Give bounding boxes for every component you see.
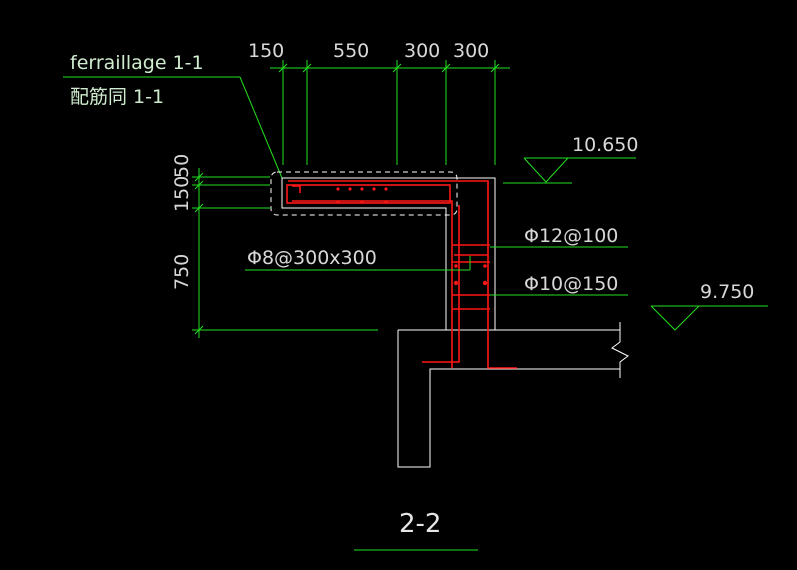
ferraillage-label: ferraillage 1-1 — [70, 52, 204, 74]
rebar-callout-lines — [245, 246, 628, 296]
section-title: 2-2 — [399, 509, 441, 539]
slab-dashed-outline — [270, 171, 458, 216]
dim-top-300-a: 300 — [404, 40, 440, 62]
reinforcement — [286, 180, 517, 369]
chinese-note-label: 配筋同 1-1 — [70, 86, 164, 108]
level-marker-top — [503, 157, 636, 184]
dim-left-150: 150 — [171, 176, 193, 212]
concrete-outline — [281, 177, 629, 468]
dim-left-750: 750 — [171, 254, 193, 290]
dim-top-550: 550 — [333, 40, 369, 62]
dim-top-150: 150 — [248, 40, 284, 62]
rebar-top-label: Φ12@100 — [524, 225, 618, 247]
dim-left-50: 50 — [171, 154, 193, 178]
level-marker-right — [650, 305, 768, 331]
rebar-stirrup-label: Φ8@300x300 — [247, 247, 377, 269]
level-top-value: 10.650 — [572, 134, 638, 156]
dim-top-300-b: 300 — [453, 40, 489, 62]
left-dimension-chain — [192, 168, 378, 338]
rebar-mid-label: Φ10@150 — [524, 273, 618, 295]
note-leader — [63, 76, 283, 179]
level-right-value: 9.750 — [700, 281, 754, 303]
rebar-dots — [336, 187, 488, 286]
top-dimension-chain — [270, 60, 510, 165]
